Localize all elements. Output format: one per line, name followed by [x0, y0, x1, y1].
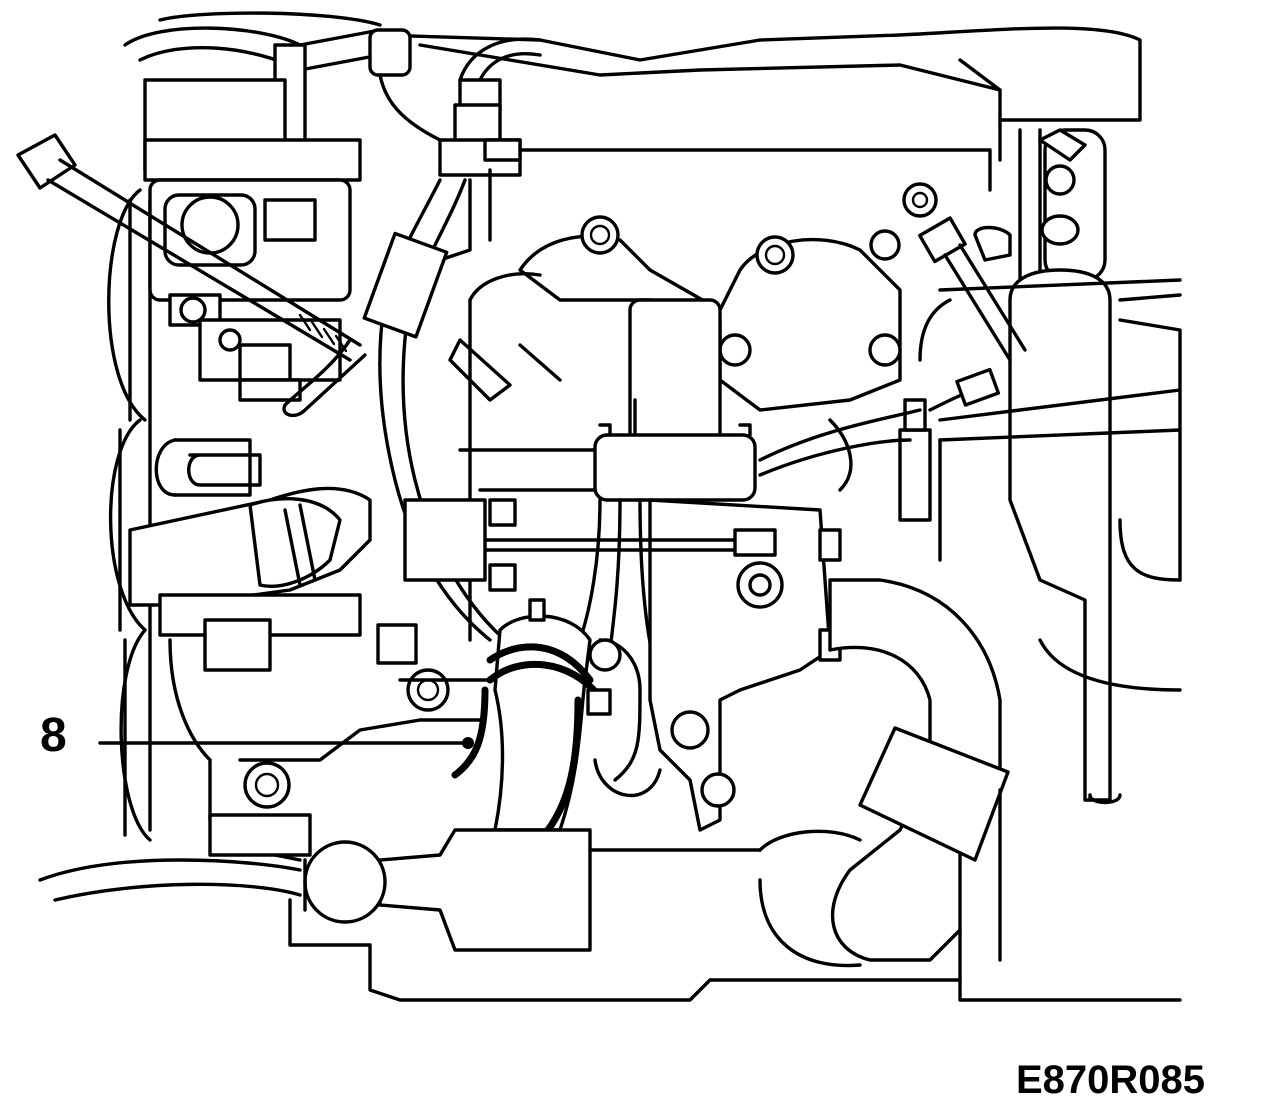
engine-block-lower: [168, 638, 502, 862]
frame-lines: [958, 788, 1182, 1002]
turbocharger: [468, 498, 842, 832]
front-pulleys: [107, 188, 152, 842]
downpipe: [38, 828, 962, 1002]
wastegate-actuator: [578, 298, 757, 692]
diagonal-rod: [16, 133, 367, 418]
callout-label-8: 8: [40, 709, 67, 762]
sensor-connectors: [758, 182, 1182, 562]
exhaust-manifold: [458, 215, 902, 642]
intercooler-pipe: [758, 578, 1010, 968]
callout-leader-8: [98, 737, 474, 749]
figure-code: E870R085: [1016, 1058, 1206, 1102]
cylinder-head: [143, 78, 992, 262]
hose-8: [451, 598, 612, 834]
coolant-hoses: [128, 438, 517, 672]
throttle-assembly: [148, 178, 352, 402]
